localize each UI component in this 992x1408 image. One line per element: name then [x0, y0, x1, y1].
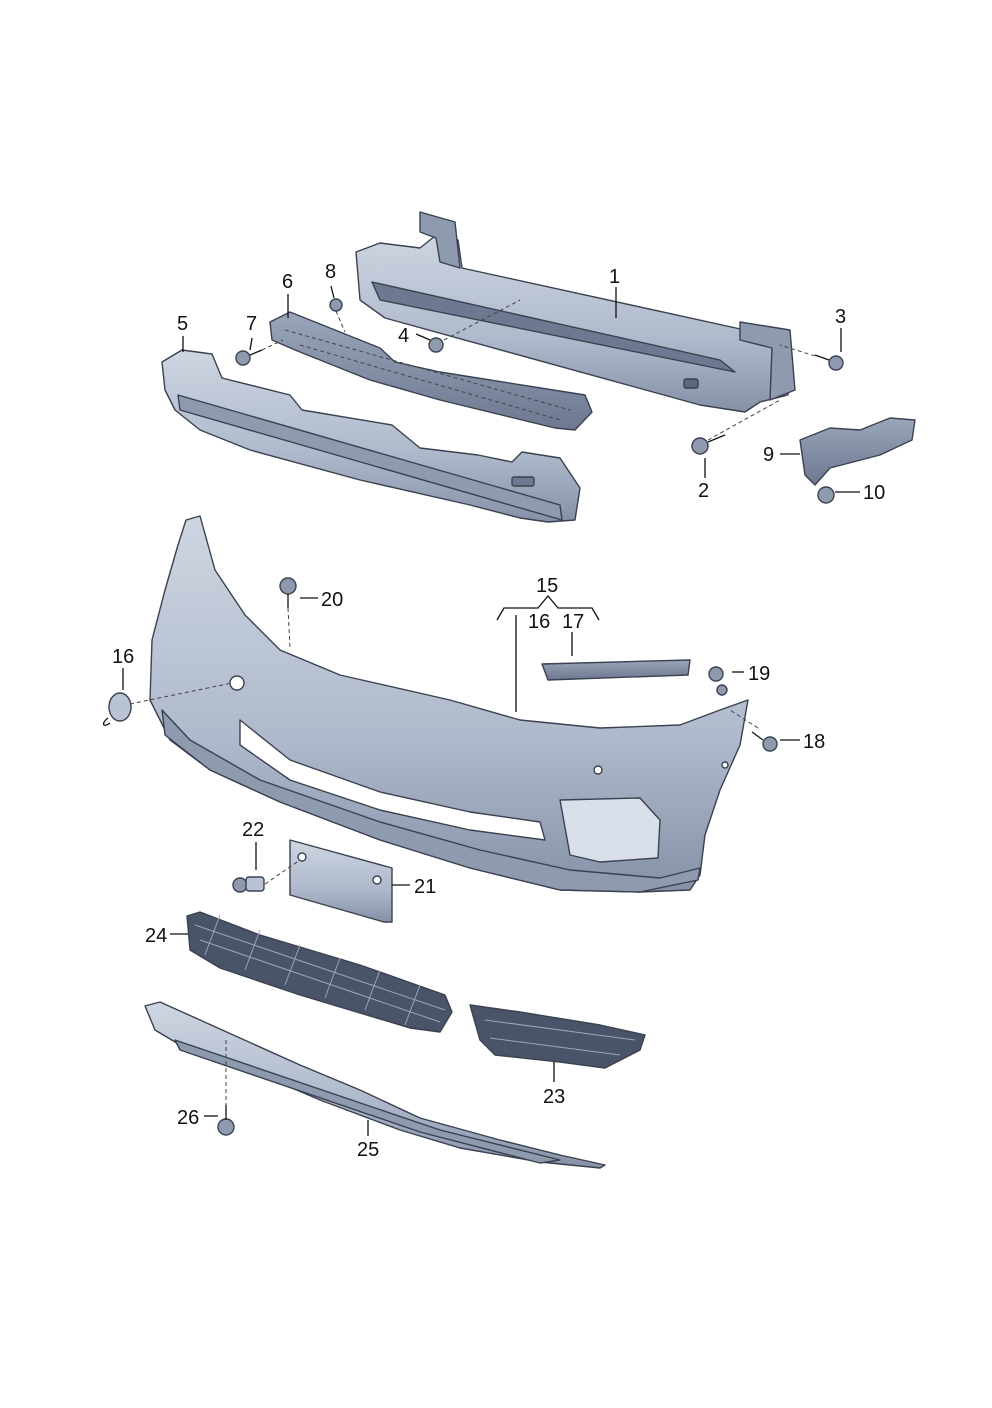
callout-4: 4: [398, 325, 409, 347]
callout-1: 1: [609, 266, 620, 288]
callout-24: 24: [145, 925, 167, 947]
clip-8-icon: [329, 298, 343, 312]
callout-5: 5: [177, 313, 188, 335]
energy-absorber: [161, 349, 581, 523]
callout-26: 26: [177, 1107, 199, 1129]
screw-7-icon: [235, 349, 263, 366]
side-grille: [469, 1004, 646, 1069]
callout-19: 19: [748, 663, 770, 685]
callout-18: 18: [803, 731, 825, 753]
license-plate-bracket: [289, 839, 393, 923]
leader-lines: [122, 285, 860, 1136]
callout-23: 23: [543, 1086, 565, 1108]
nut-10-icon: [817, 486, 835, 504]
side-bracket: [799, 417, 916, 486]
callout-10: 10: [863, 482, 885, 504]
callout-2: 2: [698, 480, 709, 502]
callout-25: 25: [357, 1139, 379, 1161]
cap-16-icon: [102, 692, 132, 726]
callout-6: 6: [282, 271, 293, 293]
assembly-lines: [129, 299, 816, 1105]
callouts: 1 2 3 4 5 6 7 8 9 10 15 16 17 18 19 20 1…: [112, 261, 885, 1161]
bumper-cover: [149, 515, 749, 893]
rivet-22-icon: [232, 876, 265, 893]
fasteners: [102, 298, 844, 1136]
callout-15: 15: [536, 575, 558, 597]
lower-grille: [186, 911, 453, 1033]
clip-18-icon: [751, 731, 778, 752]
callout-8: 8: [325, 261, 336, 283]
bracket-grid: [269, 311, 593, 431]
screw-26-icon: [217, 1105, 235, 1136]
lower-spoiler: [144, 1001, 606, 1169]
callout-3: 3: [835, 306, 846, 328]
callout-21: 21: [414, 876, 436, 898]
callout-20: 20: [321, 589, 343, 611]
callout-9: 9: [763, 444, 774, 466]
nut-4-icon: [428, 337, 444, 353]
callout-22: 22: [242, 819, 264, 841]
trim-strip: [541, 659, 691, 681]
callout-17: 17: [562, 611, 584, 633]
clip-19-icon: [708, 666, 728, 696]
reinforcement-beam: [355, 211, 796, 413]
callout-16-left: 16: [112, 646, 134, 668]
screw-3-icon: [814, 354, 844, 371]
callout-16-top: 16: [528, 611, 550, 633]
callout-7: 7: [246, 313, 257, 335]
screw-2-icon: [691, 434, 726, 455]
screw-20-icon: [279, 577, 297, 608]
